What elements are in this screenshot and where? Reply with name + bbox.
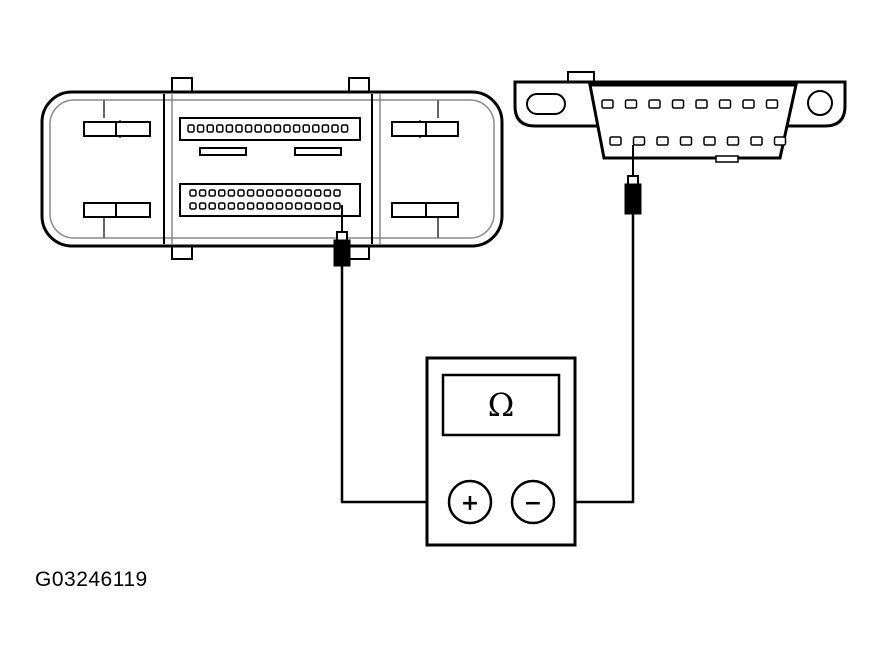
connector-pin bbox=[294, 202, 303, 210]
meter-display bbox=[441, 373, 561, 437]
dlc-pin bbox=[765, 99, 779, 109]
connector-pin bbox=[237, 189, 245, 197]
dlc-pin bbox=[656, 136, 669, 146]
connector-pin bbox=[266, 189, 274, 197]
connector-pin bbox=[218, 202, 226, 210]
connector-pin bbox=[237, 202, 245, 210]
dlc-pin bbox=[773, 136, 787, 146]
connector-pin bbox=[283, 124, 291, 133]
connector-pin bbox=[273, 124, 282, 133]
dlc-pin bbox=[718, 99, 732, 109]
connector-pin bbox=[208, 189, 216, 197]
connector-pin bbox=[254, 124, 262, 133]
dlc-pin bbox=[742, 99, 755, 109]
mounting-slot bbox=[526, 93, 566, 115]
dlc-pin bbox=[648, 99, 661, 109]
positive-terminal-label: + bbox=[461, 491, 479, 516]
module-connector bbox=[40, 77, 504, 260]
dlc-pin bbox=[624, 99, 638, 109]
connector-pin bbox=[198, 189, 207, 197]
connector-pin bbox=[312, 124, 320, 133]
ohmmeter: Ω + − bbox=[425, 356, 577, 547]
connector-pin bbox=[333, 202, 341, 210]
pin-row-lower bbox=[179, 183, 361, 217]
dlc-pin bbox=[726, 136, 740, 146]
dlc-pin bbox=[695, 99, 708, 109]
connector-pin bbox=[304, 189, 312, 197]
dlc-pin bbox=[601, 99, 614, 109]
connector-pin bbox=[196, 124, 205, 133]
connector-pin bbox=[225, 124, 234, 133]
ohm-symbol: Ω bbox=[488, 386, 515, 424]
connector-pin bbox=[294, 189, 303, 197]
figure-code: G03246119 bbox=[35, 568, 148, 591]
connector-pin bbox=[285, 202, 293, 210]
connector-pin bbox=[187, 124, 195, 133]
connector-pin bbox=[246, 189, 255, 197]
negative-terminal-label: − bbox=[524, 491, 542, 516]
connector-pin bbox=[218, 189, 226, 197]
dlc-pin bbox=[671, 99, 685, 109]
connector-pin bbox=[244, 124, 253, 133]
connector-pin bbox=[302, 124, 310, 133]
connector-pin bbox=[285, 189, 293, 197]
dlc-pin bbox=[703, 136, 716, 146]
connector-pin bbox=[331, 124, 339, 133]
negative-terminal bbox=[510, 479, 556, 525]
connector-pin bbox=[314, 189, 322, 197]
dlc-pin bbox=[632, 136, 646, 146]
connector-pin bbox=[235, 124, 243, 133]
connector-pin bbox=[227, 189, 236, 197]
connector-body bbox=[40, 90, 504, 248]
connector-pin bbox=[256, 202, 264, 210]
diagnostic-link-connector bbox=[513, 71, 847, 163]
dlc-pin bbox=[750, 136, 763, 146]
connector-pin bbox=[208, 202, 216, 210]
connector-pin bbox=[275, 189, 284, 197]
connector-pin bbox=[340, 124, 349, 133]
connector-pin bbox=[246, 202, 255, 210]
mounting-hole bbox=[807, 90, 833, 116]
connector-pin bbox=[333, 189, 341, 197]
negative-lead-wire bbox=[555, 214, 635, 504]
connector-pin bbox=[292, 124, 301, 133]
connector-pin bbox=[264, 124, 272, 133]
connector-pin bbox=[216, 124, 224, 133]
positive-terminal bbox=[447, 479, 493, 525]
connector-pin bbox=[323, 189, 332, 197]
connector-pin bbox=[189, 202, 197, 210]
connector-pin bbox=[198, 202, 207, 210]
negative-probe bbox=[624, 145, 642, 215]
dlc-face bbox=[588, 83, 798, 160]
connector-pin bbox=[314, 202, 322, 210]
connector-pin bbox=[304, 202, 312, 210]
connector-pin bbox=[227, 202, 236, 210]
connector-pin bbox=[323, 202, 332, 210]
connector-pin bbox=[321, 124, 330, 133]
dlc-pin bbox=[609, 136, 622, 146]
dlc-pin bbox=[679, 136, 693, 146]
connector-pin bbox=[206, 124, 214, 133]
connector-pin bbox=[266, 202, 274, 210]
connector-pin bbox=[189, 189, 197, 197]
connector-pin bbox=[275, 202, 284, 210]
positive-lead-wire bbox=[340, 266, 448, 504]
connector-pin bbox=[256, 189, 264, 197]
